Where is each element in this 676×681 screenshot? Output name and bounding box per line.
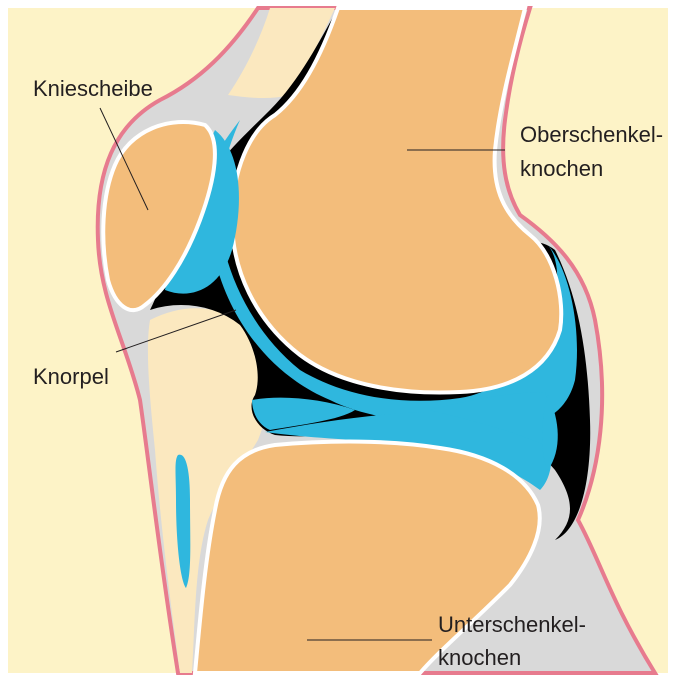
label-kniescheibe: Kniescheibe <box>33 76 153 101</box>
label-unterschenkel-2: knochen <box>438 645 521 670</box>
label-unterschenkel-1: Unterschenkel- <box>438 612 586 637</box>
label-oberschenkel-2: knochen <box>520 156 603 181</box>
label-knorpel: Knorpel <box>33 364 109 389</box>
label-oberschenkel-1: Oberschenkel- <box>520 122 663 147</box>
